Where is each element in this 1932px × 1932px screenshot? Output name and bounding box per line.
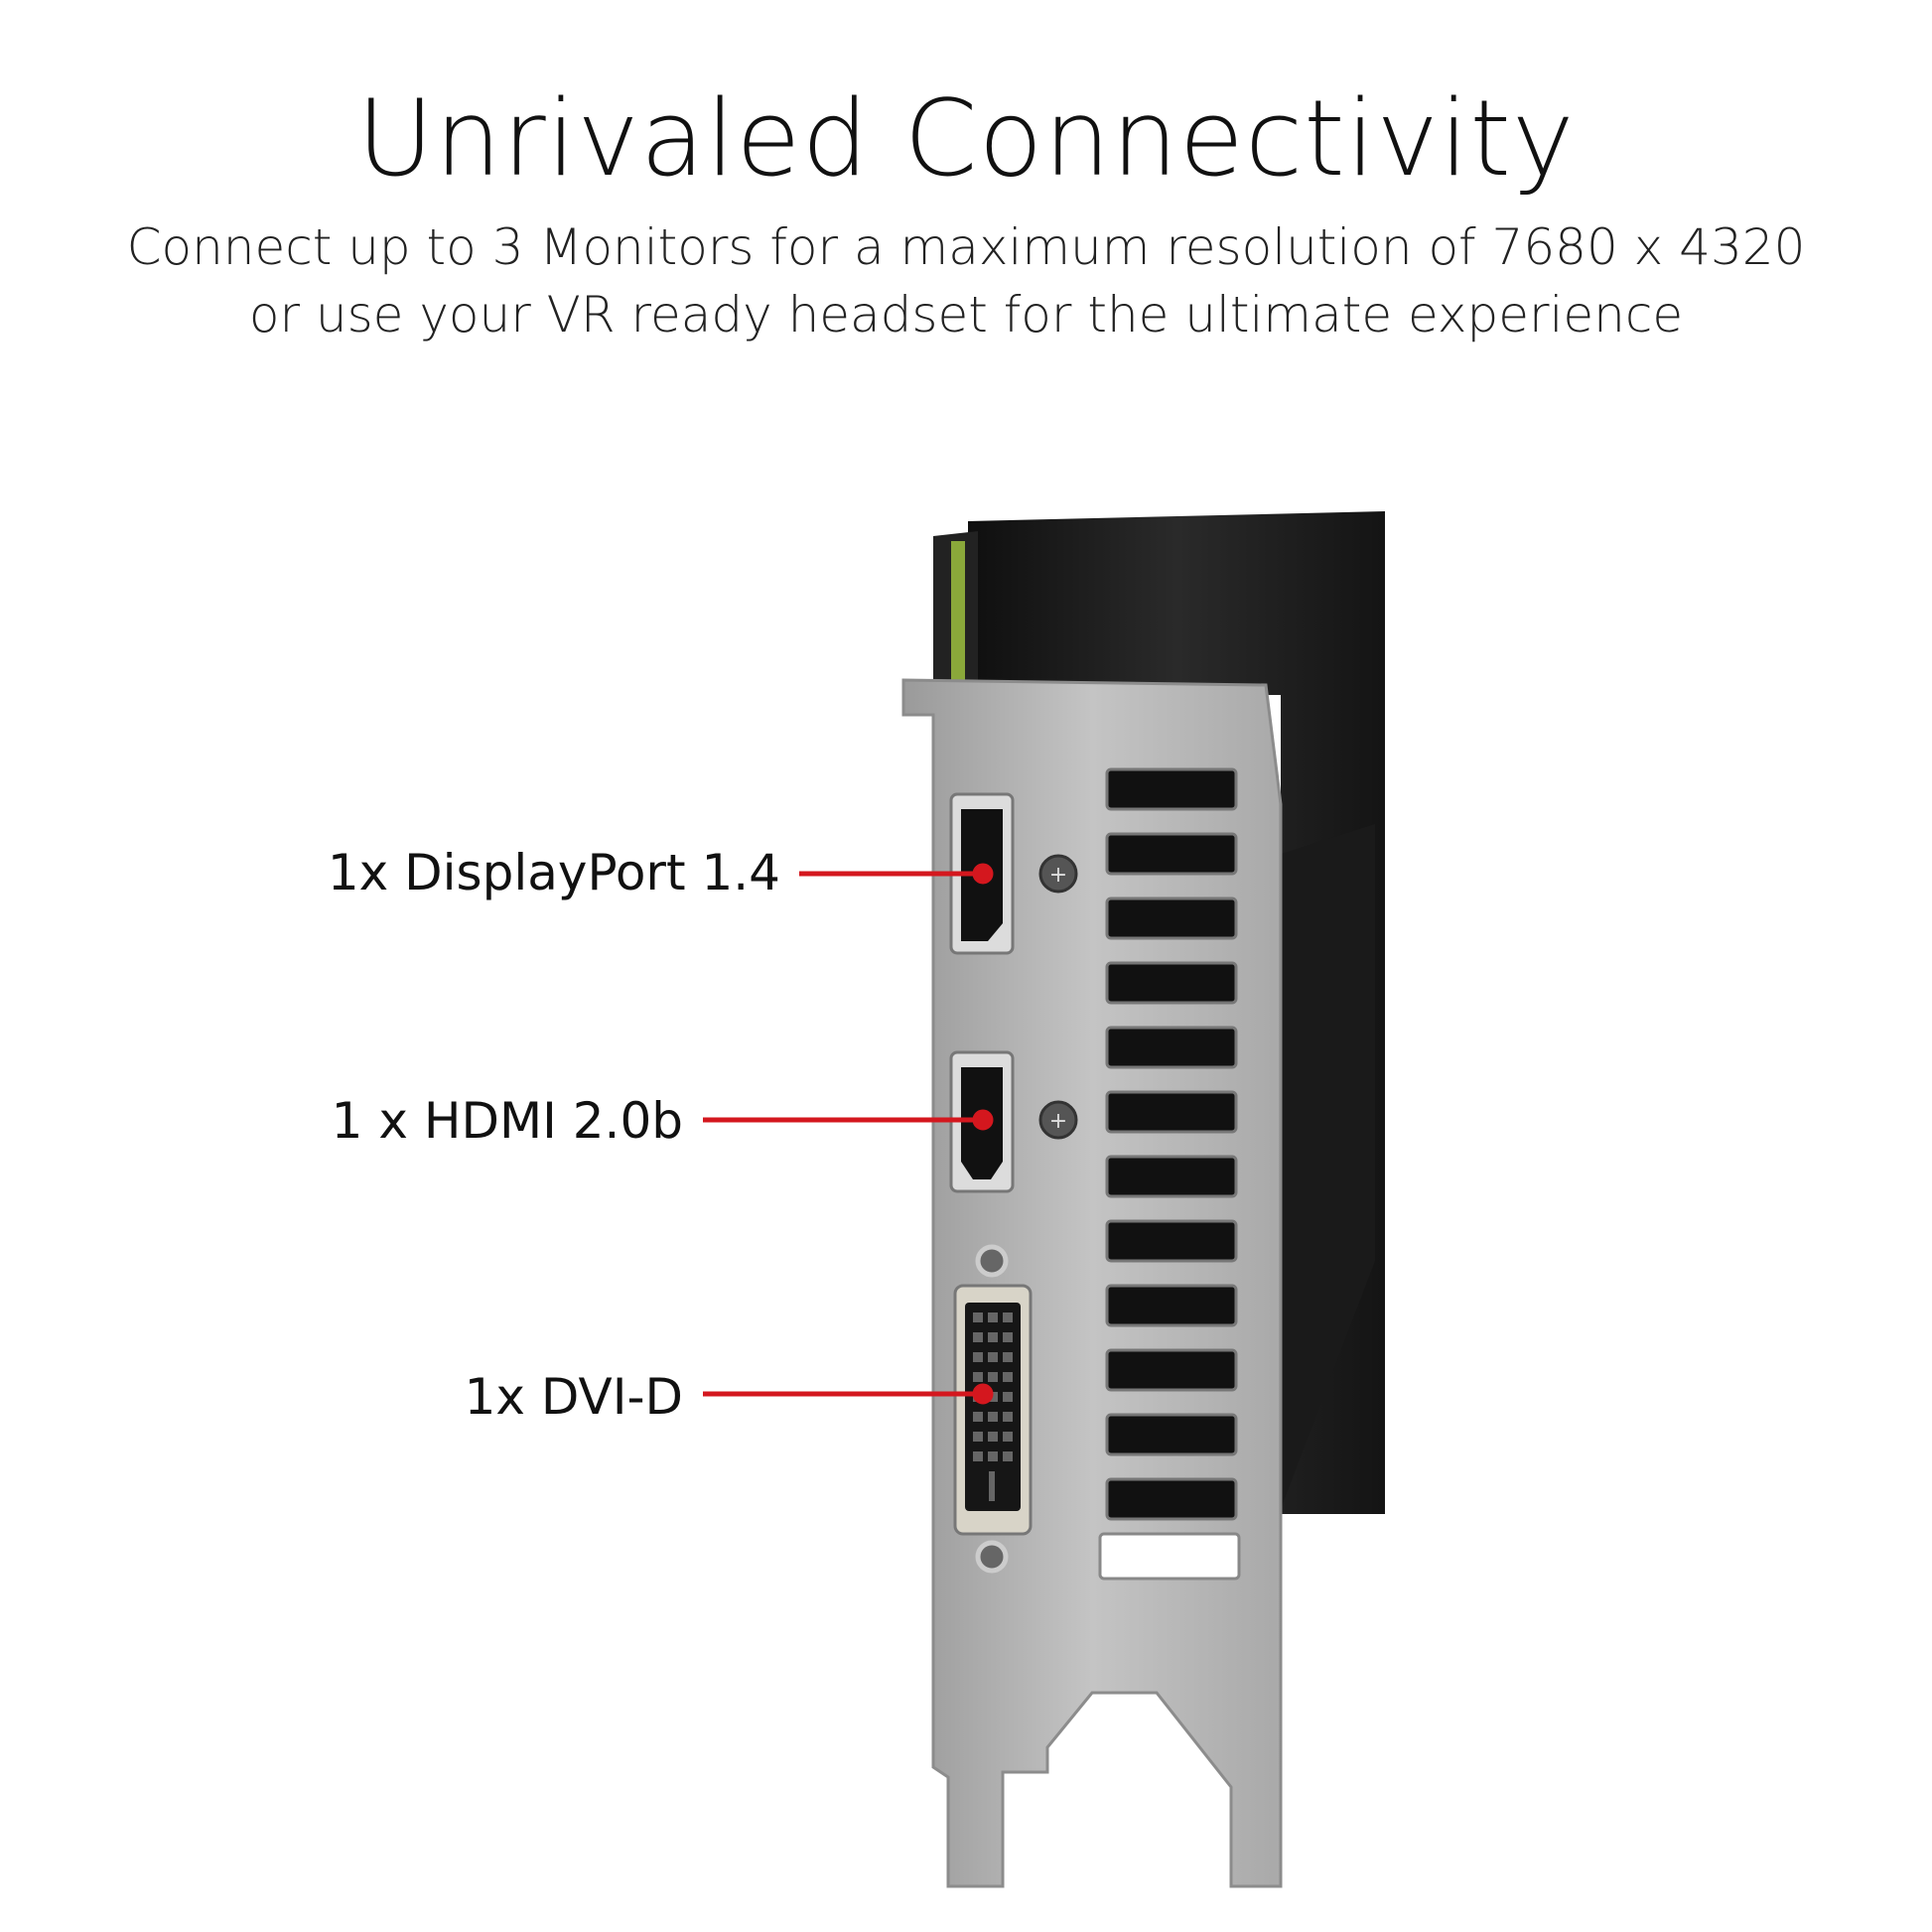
subtitle-line-1: Connect up to 3 Monitors for a maximum r…: [126, 218, 1806, 276]
page-title: Unrivaled Connectivity: [356, 77, 1576, 200]
hdmi-label: 1 x HDMI 2.0b: [331, 1092, 683, 1150]
subtitle-line-2: or use your VR ready headset for the ult…: [248, 286, 1684, 344]
dvi-callout-dot: [972, 1383, 994, 1405]
io-bracket: [901, 678, 1283, 1888]
pcb-edge: [951, 541, 965, 690]
dvi-label: 1x DVI-D: [464, 1368, 683, 1426]
dvi-connector: [953, 1244, 1033, 1574]
hdmi-callout-dot: [972, 1109, 994, 1131]
displayport-label: 1x DisplayPort 1.4: [327, 844, 780, 901]
callouts: [703, 863, 994, 1405]
displayport-callout-dot: [972, 863, 994, 885]
svg-text:+: +: [1049, 1109, 1067, 1134]
svg-text:+: +: [1049, 863, 1067, 888]
